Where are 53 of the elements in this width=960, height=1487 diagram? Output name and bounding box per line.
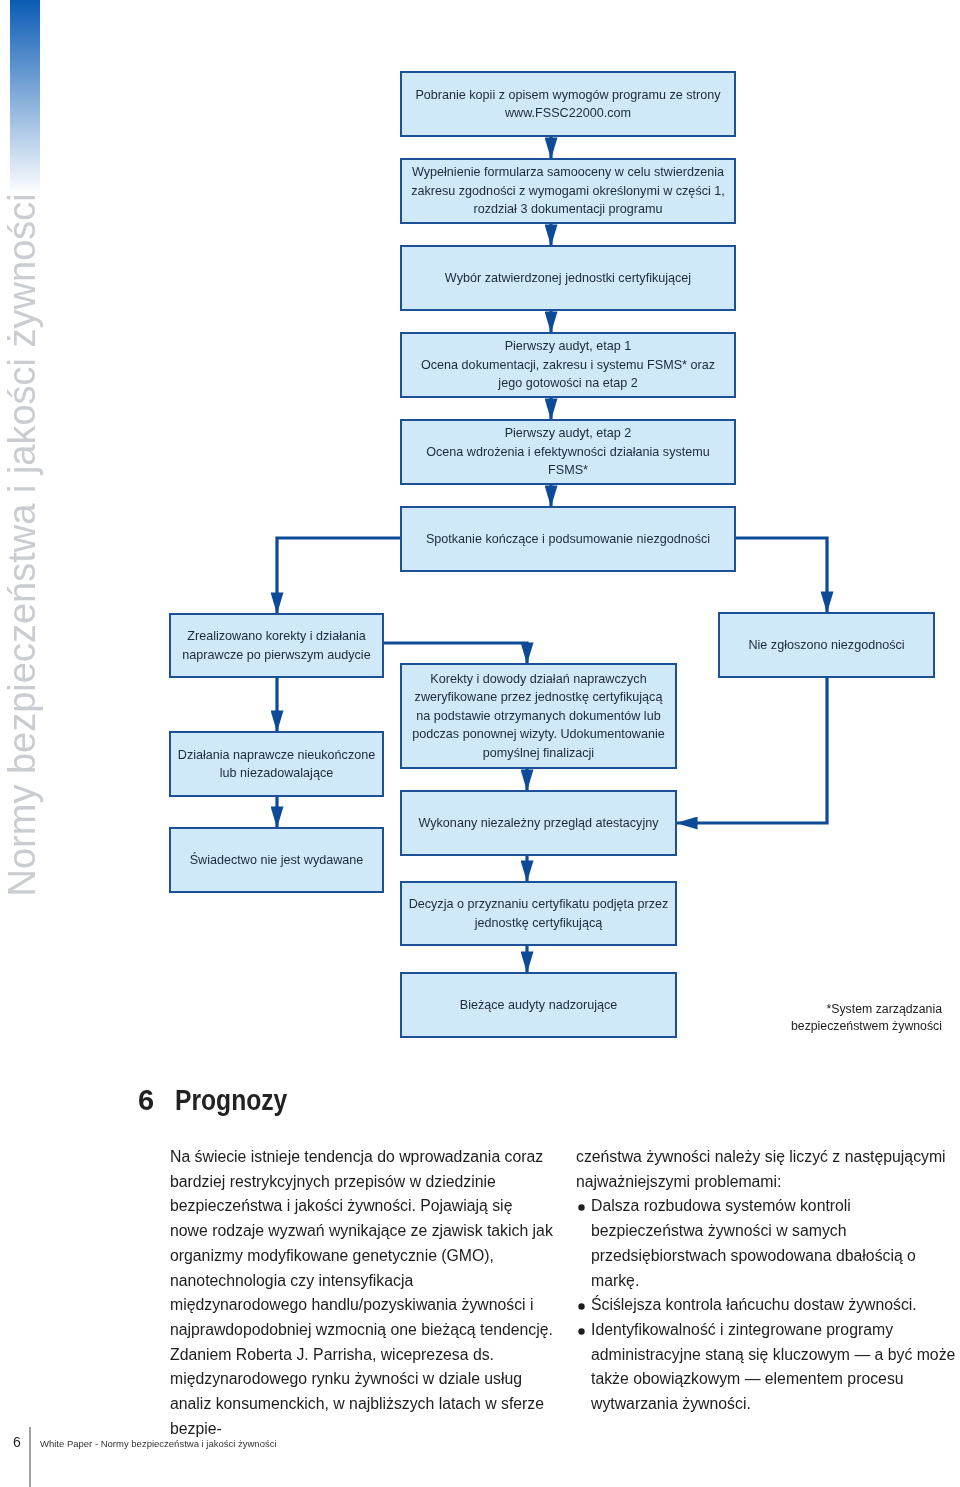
body-paragraph: Na świecie istnieje tendencja do wprowadzania coraz bardziej restrykcyjnych przepisów w dziedzinie bezpieczeństwa i jakości żywności. Pojawiają się nowe rodzaje wyzwań wynikające ze zjawisk takich jak organizmy modyfikowane genetycznie (GMO), nanotechnologia czy intensyfikacja międzynarodowego handlu/pozyskiwania żywności i najprawdopodobniej wzmocnią one bieżącą tendencję. Zdaniem Roberta J. Parrisha, wiceprezesa ds. międzynarodowego rynku żywności w dziale usług analiz konsumenckich, w najbliższych latach w sferze bezpie- — [170, 1147, 554, 1439]
box-text: Działania naprawcze nieukończone lub niezadowalające — [177, 746, 376, 782]
arrow — [544, 398, 558, 421]
arrow — [544, 485, 558, 508]
process-box — [169, 613, 384, 678]
process-box — [718, 612, 935, 678]
bullet-point: Dalsza rozbudowa systemów kontroli bezpieczeństwa żywności w samych przedsiębiorstwach spowodowana dbałością o markę. — [591, 1196, 917, 1291]
box-text: Ocena dokumentacji, zakresu i systemu FSMS* oraz jego gotowości na etap 2 — [420, 356, 716, 393]
arrow — [544, 311, 558, 334]
box-text: Pierwszy audyt, etap 2 — [503, 425, 633, 443]
arrow — [544, 224, 558, 247]
box-text: Nie zgłoszono niezgodności — [747, 636, 906, 654]
process-box — [400, 245, 736, 311]
process-box — [400, 506, 736, 572]
box-text: Wypełnienie formularza samooceny w celu stwierdzenia zakresu zgodności z wymogami określonymi w części 1, rozdział 3 dokumentacji programu — [410, 164, 726, 219]
footnote: *System zarządzania bezpieczeństwem żywności — [789, 1001, 942, 1035]
section-number: 6 — [138, 1084, 155, 1117]
box-text: Pobranie kopii z opisem wymogów programu ze strony www.FSSC22000.com — [414, 86, 722, 122]
bullet-point: Ściślejsza kontrola łańcuchu dostaw żywności. — [591, 1294, 918, 1316]
body-paragraph: czeństwa żywności należy się liczyć z następującymi najważniejszymi problemami: — [576, 1147, 947, 1192]
process-box — [400, 158, 736, 224]
page-number: 6 — [13, 1434, 21, 1450]
process-box — [400, 332, 736, 398]
box-text: Świadectwo nie jest wydawane — [188, 851, 365, 869]
arrow — [520, 769, 534, 792]
box-text: Decyzja o przyznaniu certyfikatu podjęta przez jednostkę certyfikującą — [408, 896, 669, 932]
arrow — [270, 678, 284, 733]
box-text: Spotkanie kończące i podsumowanie niezgodności — [424, 530, 712, 548]
process-box — [400, 419, 736, 485]
bullet-point: Identyfikowalność i zintegrowane programy administracyjne staną się kluczowym — a być może także obowiązkowym — elementem procesu wytwarzania żywności. — [591, 1319, 957, 1415]
section-heading: Prognozy — [175, 1084, 288, 1117]
box-text: Wykonany niezależny przegląd atestacyjny — [417, 814, 660, 832]
arrow — [736, 536, 834, 614]
process-box — [169, 827, 384, 893]
arrow — [270, 797, 284, 829]
arrow — [520, 946, 534, 974]
box-text: Pierwszy audyt, etap 1 — [503, 338, 633, 356]
arrow — [520, 856, 534, 883]
box-text: Bieżące audyty nadzorujące — [458, 996, 619, 1014]
box-text: Wybór zatwierdzonej jednostki certyfikującej — [443, 269, 693, 287]
process-box — [400, 881, 677, 946]
arrow — [544, 137, 558, 160]
process-box — [400, 663, 677, 769]
box-text: Zrealizowano korekty i działania naprawcze po pierwszym audycie — [181, 628, 372, 664]
footer-text: White Paper - Normy bezpieczeństwa i jakości żywności — [40, 1438, 277, 1449]
process-box — [400, 71, 736, 137]
process-box — [400, 790, 677, 856]
process-box — [169, 731, 384, 797]
arrow — [270, 536, 400, 615]
process-box — [400, 972, 677, 1038]
box-text: Korekty i dowody działań naprawczych zweryfikowane przez jednostkę certyfikującą na podstawie otrzymanych dokumentów lub podczas ponownej wizyty. Udokumentowanie pomyślnej finalizacji — [411, 670, 666, 762]
arrow — [384, 641, 534, 665]
box-text: Ocena wdrożenia i efektywności działania systemu FSMS* — [425, 443, 711, 480]
